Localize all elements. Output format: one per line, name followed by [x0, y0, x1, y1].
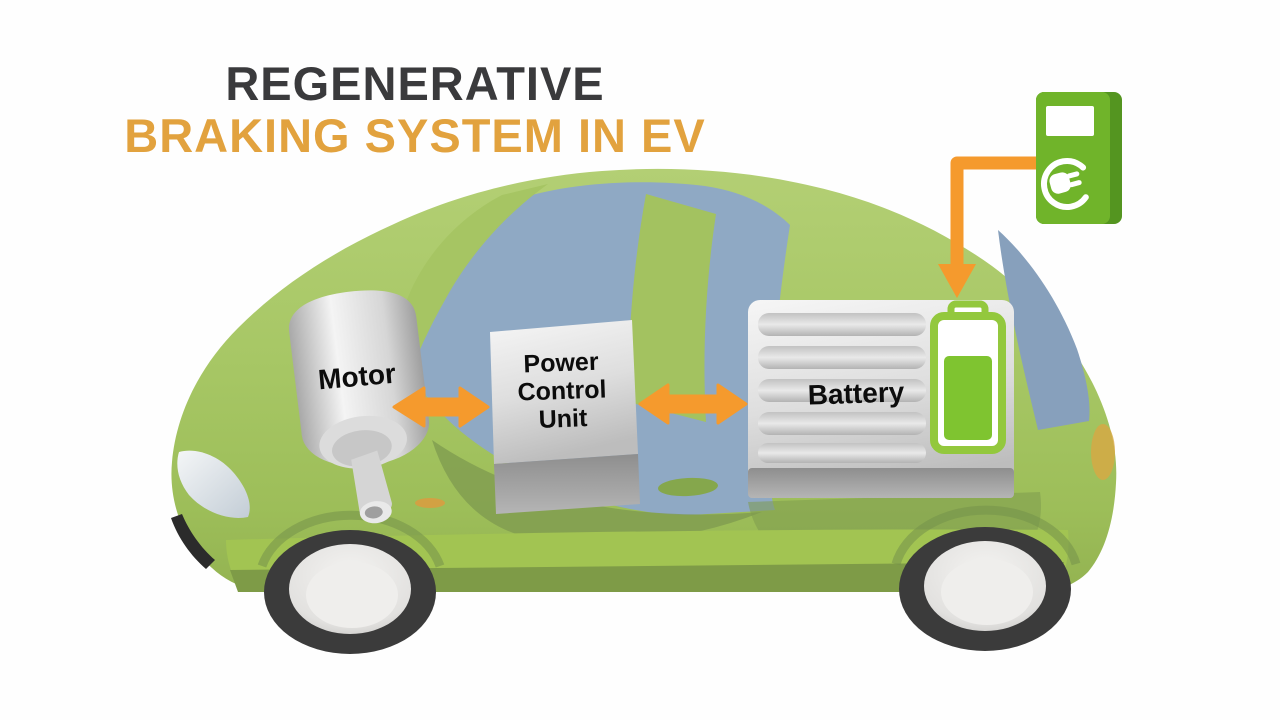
front-wheel	[264, 530, 436, 654]
headlight	[177, 450, 250, 518]
motor-unit	[289, 290, 430, 524]
arrow-pcu-battery-icon	[638, 383, 748, 425]
front-wheel-arch	[257, 510, 445, 568]
taillight	[1091, 424, 1115, 480]
arrow-motor-pcu-icon	[392, 386, 490, 428]
charging-cable-arrow-icon	[938, 156, 1036, 298]
power-control-unit-label: Power Control Unit	[481, 346, 644, 436]
battery-box	[748, 300, 1014, 498]
rear-window	[998, 230, 1090, 430]
door-handle	[658, 477, 718, 497]
rear-wheel-arch	[891, 505, 1081, 566]
a-pillar-band	[399, 184, 548, 386]
rocker-bottom-strip	[230, 562, 1064, 592]
battery-level-icon	[930, 300, 1006, 454]
power-control-unit-box	[490, 320, 640, 514]
pcu-label-line-3: Unit	[538, 404, 588, 434]
charger-screen	[1046, 106, 1094, 136]
b-pillar-band	[628, 194, 716, 422]
battery-label: Battery	[807, 376, 905, 411]
door-shadow	[432, 440, 762, 543]
plug-icon	[1041, 158, 1093, 210]
title-line-1: REGENERATIVE	[225, 57, 605, 110]
title-line-2: BRAKING SYSTEM IN EV	[124, 109, 706, 162]
charging-station-icon	[1036, 92, 1122, 224]
rear-wheel	[899, 527, 1071, 651]
front-bumper-trim	[171, 514, 215, 569]
orange-smudge	[415, 498, 445, 508]
page-title: REGENERATIVE BRAKING SYSTEM IN EV	[60, 58, 770, 162]
